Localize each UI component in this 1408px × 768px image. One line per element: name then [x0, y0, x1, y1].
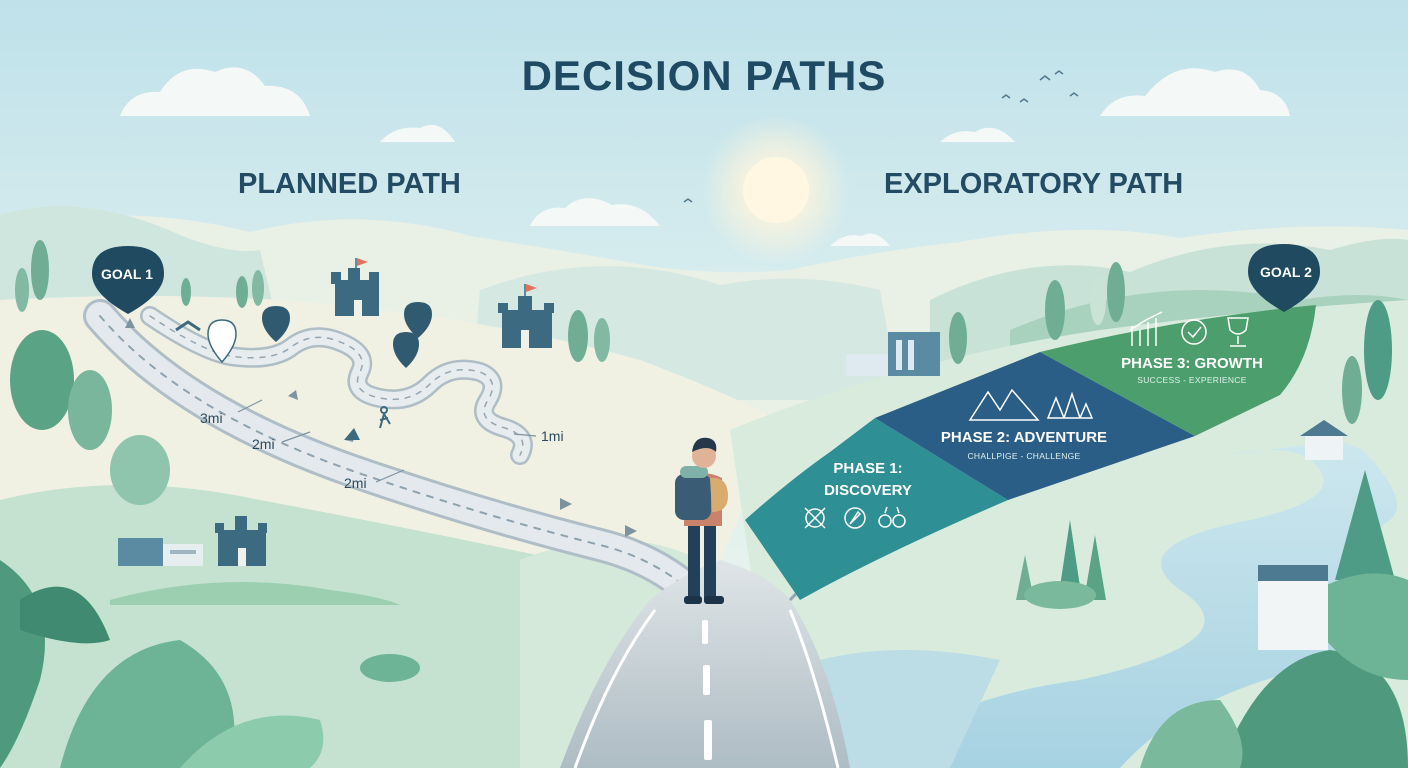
bush — [360, 654, 420, 682]
backpack-roll — [680, 466, 708, 478]
castle-top-flag — [357, 258, 368, 266]
map-pin — [404, 302, 432, 338]
road-center-dashes — [702, 620, 712, 760]
goal-1-pin — [92, 246, 164, 314]
bush — [1024, 581, 1096, 609]
growth-chart-icon — [1129, 311, 1163, 346]
tree — [1364, 300, 1392, 400]
hiker-leg — [704, 520, 716, 600]
phase-3-band — [1040, 305, 1316, 436]
house-right — [1300, 420, 1348, 460]
river-left-bank — [820, 650, 1000, 768]
map-pin — [207, 319, 237, 364]
tree — [10, 330, 74, 430]
river — [880, 441, 1398, 768]
backpack-side — [710, 477, 728, 512]
tree — [1084, 535, 1106, 600]
hiker-shoe — [684, 596, 702, 604]
tree — [1058, 520, 1082, 600]
distance-leaders — [237, 399, 537, 483]
hiker-shoe — [704, 596, 724, 604]
hiker-hair — [692, 437, 717, 452]
goal-2-label: GOAL 2 — [1260, 264, 1312, 280]
distance-label: 2mi — [344, 475, 367, 491]
phase-1-title-line2: DISCOVERY — [824, 482, 912, 499]
hiker-leg — [688, 520, 700, 600]
binoculars-icon — [878, 506, 906, 528]
map-pin — [393, 332, 419, 368]
castle-mid — [498, 284, 554, 348]
trees — [10, 240, 1395, 600]
tree — [15, 268, 29, 312]
distance-label: 2mi — [252, 436, 275, 452]
hiker-figure — [675, 437, 728, 604]
phase-1-title-line1: PHASE 1: — [833, 460, 903, 477]
road-edge-line-right — [788, 609, 840, 768]
castle-mid-flag — [526, 284, 537, 292]
distance-label: 3mi — [200, 410, 223, 426]
tree — [31, 240, 49, 300]
chevron-up-icon — [175, 320, 201, 332]
arrow-marker — [625, 525, 637, 537]
page-title: DECISION PATHS — [521, 52, 887, 99]
tree — [1107, 262, 1125, 322]
tree — [1335, 470, 1395, 580]
leaf-cluster — [1140, 700, 1243, 768]
tree — [1045, 280, 1065, 340]
buildings-center — [846, 332, 940, 376]
arrow-marker — [560, 498, 572, 510]
forest-icon — [1046, 391, 1094, 419]
backpack — [675, 474, 711, 520]
castle-top — [331, 258, 379, 316]
sun — [743, 157, 809, 223]
arrow-marker — [288, 390, 298, 400]
phase-3-subtitle: SUCCESS - EXPERIENCE — [1137, 375, 1247, 385]
phase-2-subtitle: CHALLPIGE - CHALLENGE — [967, 451, 1081, 461]
phase-3-title: PHASE 3: GROWTH — [1121, 355, 1263, 372]
tree — [181, 278, 191, 306]
foreground-plants — [0, 560, 1408, 768]
tree — [1090, 275, 1106, 325]
tree — [949, 312, 967, 364]
road-edge-line-left — [573, 609, 657, 768]
leaf-cluster — [20, 586, 110, 644]
tree — [252, 270, 264, 306]
phase-2-band — [875, 352, 1195, 500]
gear-check-icon — [1181, 319, 1207, 345]
tree — [110, 435, 170, 505]
phase-2-title: PHASE 2: ADVENTURE — [940, 429, 1108, 446]
goal-1-label: GOAL 1 — [101, 266, 153, 282]
leaf-cluster — [180, 715, 324, 768]
hiker-icon — [379, 406, 391, 429]
tree — [1342, 356, 1362, 424]
main-road — [560, 560, 850, 768]
tree — [594, 318, 610, 362]
tree — [68, 370, 112, 450]
mountains-icon — [968, 388, 1040, 421]
arrow-marker — [125, 318, 135, 328]
distance-label: 1mi — [541, 428, 564, 444]
buildings-left — [118, 538, 203, 566]
goal-2-pin — [1248, 244, 1320, 312]
compass-icon — [844, 507, 866, 529]
compass-star-icon — [804, 507, 826, 529]
planned-road — [83, 299, 717, 617]
tree — [236, 276, 248, 308]
apartment-right — [1258, 565, 1328, 650]
map-pin — [262, 306, 290, 342]
tree — [568, 310, 588, 362]
trophy-icon — [1227, 317, 1249, 347]
hiker-head — [692, 444, 716, 468]
exploratory-path-title: EXPLORATORY PATH — [884, 168, 1184, 200]
phase-1-band — [745, 418, 1008, 600]
lower-left-hill-2 — [110, 582, 400, 605]
planned-path-title: PLANNED PATH — [238, 168, 461, 200]
leaf-cluster — [1220, 650, 1408, 768]
castle-bottom — [215, 516, 267, 566]
birds — [683, 70, 1079, 203]
clouds — [120, 67, 1290, 246]
leaf-cluster — [60, 640, 235, 768]
tent-icon — [344, 428, 360, 440]
